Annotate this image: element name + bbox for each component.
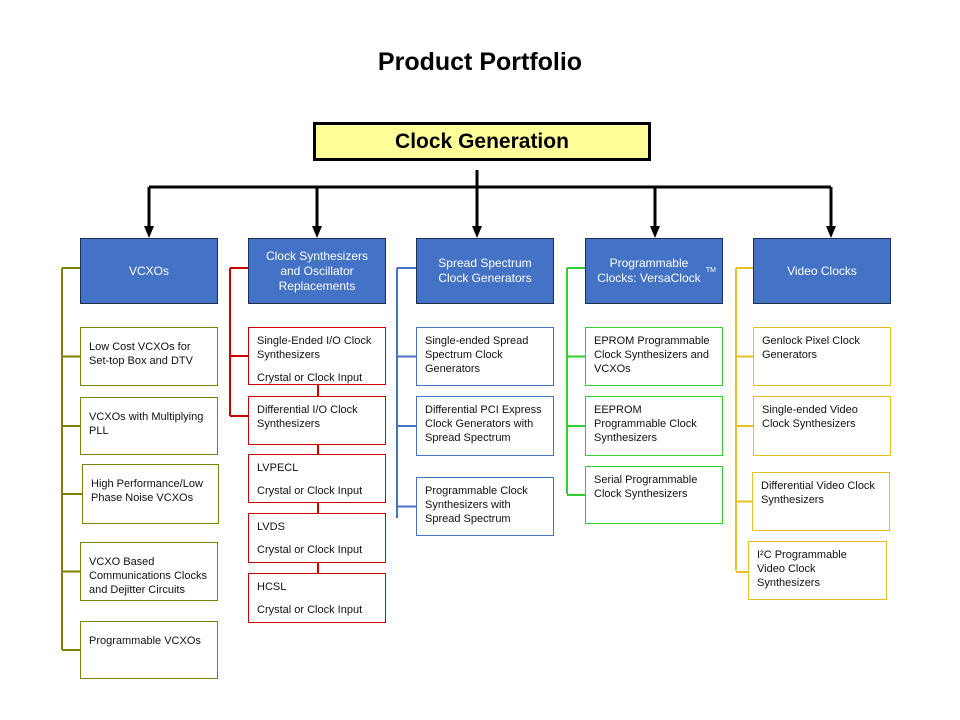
category-label: Clock Synthesizers and Oscillator Replac… xyxy=(265,248,369,293)
page-title: Product Portfolio xyxy=(377,48,583,76)
product-item-text: HCSL xyxy=(257,581,287,593)
product-item: LVPECL Crystal or Clock Input xyxy=(248,454,386,503)
category-node: Clock Synthesizers and Oscillator Replac… xyxy=(248,238,386,304)
category-node: VCXOs xyxy=(80,238,218,304)
product-item-subtext: Crystal or Clock Input xyxy=(257,604,363,616)
arrow-down-icon xyxy=(144,226,154,238)
arrow-down-icon xyxy=(650,226,660,238)
root-node-clock-generation: Clock Generation xyxy=(313,122,651,161)
product-item: Programmable VCXOs xyxy=(80,621,218,679)
product-item-text: LVPECL xyxy=(257,462,299,474)
product-item-subtext: Crystal or Clock Input xyxy=(257,485,363,497)
product-item-subtext: Crystal or Clock Input xyxy=(257,544,363,556)
product-item-text: Programmable VCXOs xyxy=(89,635,201,647)
category-label: Programmable Clocks: VersaClock xyxy=(597,256,701,285)
category-label: Spread Spectrum Clock Generators xyxy=(438,256,532,285)
arrow-down-icon xyxy=(472,226,482,238)
product-item-text: LVDS xyxy=(257,521,285,533)
arrow-down-icon xyxy=(312,226,322,238)
arrow-down-icon xyxy=(826,226,836,238)
category-label: Video Clocks xyxy=(787,263,857,278)
product-item: LVDS Crystal or Clock Input xyxy=(248,513,386,563)
category-node: Video Clocks xyxy=(753,238,891,304)
category-label: VCXOs xyxy=(128,263,169,278)
product-item: HCSL Crystal or Clock Input xyxy=(248,573,386,623)
product-item-subtext: Crystal or Clock Input xyxy=(257,372,363,384)
category-node: Spread Spectrum Clock Generators xyxy=(416,238,554,304)
